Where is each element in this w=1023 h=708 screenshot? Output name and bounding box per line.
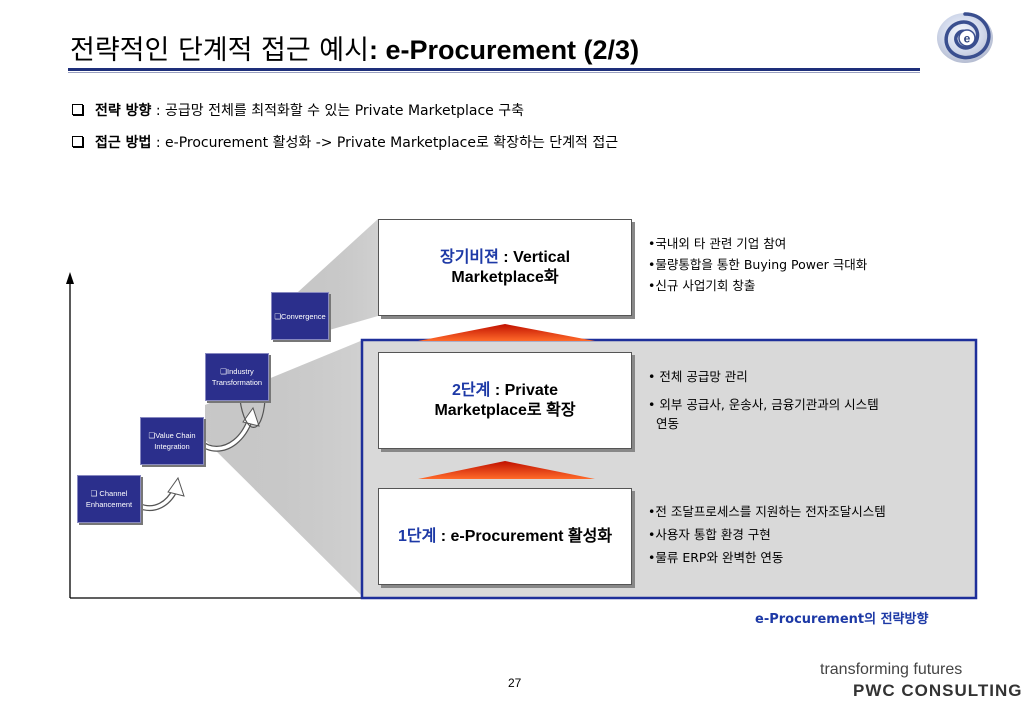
- bullet-strategy-direction: 전략 방향 : 공급망 전체를 최적화할 수 있는 Private Market…: [72, 100, 524, 120]
- step-convergence: ❑Convergence: [271, 292, 329, 340]
- up-arrow-triangle-bottom: [418, 461, 595, 479]
- page-title-english: : e-Procurement (2/3): [369, 35, 640, 65]
- brand-tagline: transforming futures: [820, 661, 963, 678]
- step-industry-transformation: ❑Industry Transformation: [205, 353, 269, 401]
- diagram-caption: e-Procurement의 전략방향: [755, 612, 929, 627]
- svg-text:e: e: [964, 32, 971, 46]
- bullet-approach-method: 접근 방법 : e-Procurement 활성화 -> Private Mar…: [72, 132, 618, 152]
- up-arrow-triangle-top: [418, 324, 595, 341]
- page-title-korean: 전략적인 단계적 접근 예시: [70, 35, 369, 66]
- title-rule-thin: [68, 72, 920, 73]
- page-title: 전략적인 단계적 접근 예시: e-Procurement (2/3): [70, 28, 639, 67]
- checkbox-bullet-icon: [72, 104, 83, 115]
- stage-vision-description: •국내외 타 관련 기업 참여 •물량통합을 통한 Buying Power 극…: [648, 236, 868, 293]
- checkbox-bullet-icon: [72, 136, 83, 147]
- step-value-chain-integration: ❑Value Chain Integration: [140, 417, 204, 465]
- stage-2-box: 2단계 : Private Marketplace로 확장: [378, 352, 632, 449]
- stage-2-description: • 전체 공급망 관리 • 외부 공급사, 운송사, 금융기관과의 시스템 연동: [648, 369, 879, 431]
- projection-stages: [205, 340, 363, 597]
- stage-1-description: •전 조달프로세스를 지원하는 전자조달시스템 •사용자 통합 환경 구현 •물…: [648, 504, 886, 565]
- stage-vision-box: 장기비젼 : Vertical Marketplace화: [378, 219, 632, 316]
- stage-1-box: 1단계 : e-Procurement 활성화: [378, 488, 632, 585]
- brand-name: PWC CONSULTING: [853, 681, 1023, 700]
- title-rule: [68, 68, 920, 71]
- step-channel-enhancement: ❑ Channel Enhancement: [77, 475, 141, 523]
- y-axis-arrow: [66, 272, 74, 284]
- page-number: 27: [508, 676, 522, 690]
- swirl-e-logo-icon: e: [937, 12, 993, 63]
